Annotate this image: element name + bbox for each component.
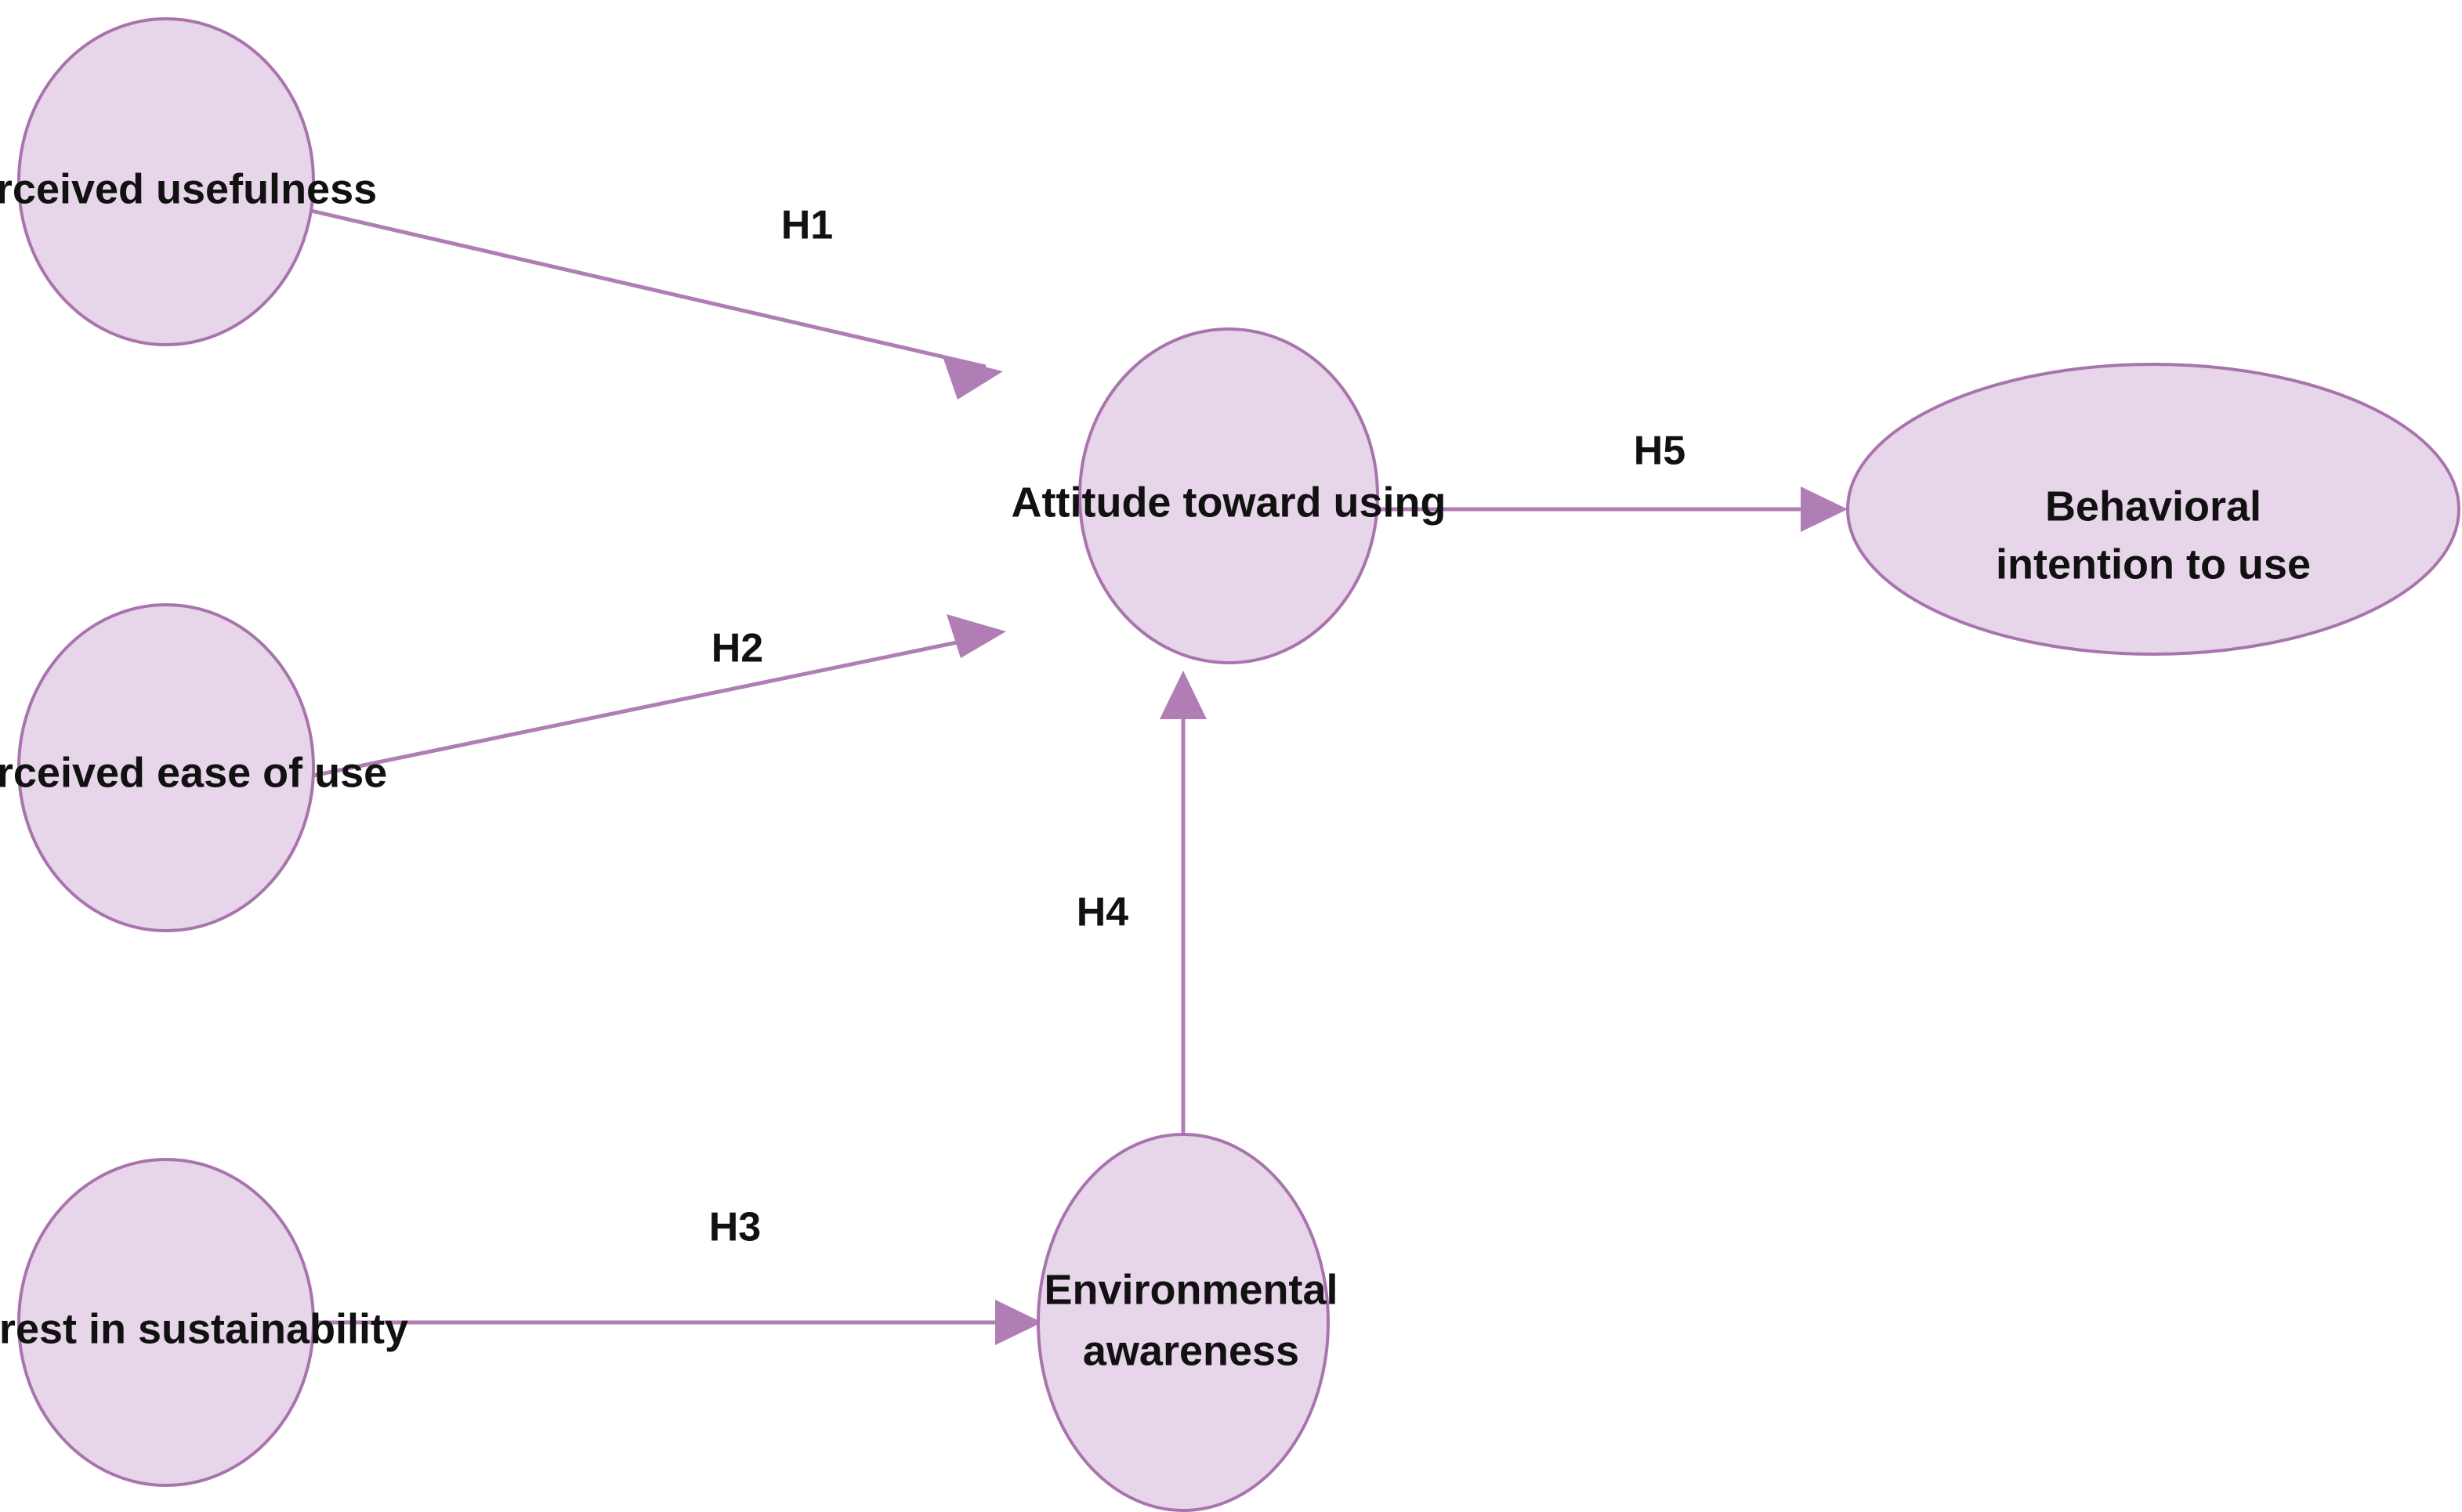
node-perceived-ease-of-use-shape [17,603,315,932]
node-interest-in-sustainability-label: Interest in sustainability [0,1305,408,1352]
node-environmental-awareness[interactable]: Environmental awareness [1037,1133,1338,1512]
edge-h4[interactable] [1160,671,1207,1134]
node-attitude-toward-using-shape [1078,327,1379,664]
node-attitude-toward-using[interactable]: Attitude toward using [1012,327,1446,664]
node-perceived-usefulness[interactable]: Perceived usefulness [0,17,377,346]
edge-h2-arrowhead [947,614,1006,658]
edge-h5-arrowhead [1801,487,1848,532]
edge-label-h5: H5 [1634,429,1685,474]
edge-h5[interactable] [1376,487,1848,532]
node-interest-in-sustainability-shape [17,1158,315,1487]
edge-label-layer: H1 H2 H3 H4 H5 [709,203,1685,1250]
edge-h4-arrowhead [1160,671,1207,719]
node-layer: Perceived usefulness Perceived ease of u… [0,17,2460,1512]
node-behavioral-intention-to-use-label-line1: Behavioral [2045,483,2261,530]
node-perceived-ease-of-use[interactable]: Perceived ease of use [0,603,387,932]
node-attitude-toward-using-label: Attitude toward using [1012,479,1446,526]
node-behavioral-intention-to-use[interactable]: Behavioral intention to use [1846,363,2460,656]
node-behavioral-intention-to-use-shape [1846,363,2460,656]
edge-layer [300,206,1848,1345]
node-perceived-usefulness-shape [17,17,315,346]
edge-label-h2: H2 [711,626,763,671]
edge-h3-arrowhead [995,1300,1042,1345]
node-perceived-ease-of-use-label: Perceived ease of use [0,749,387,796]
edge-h1-line [300,206,987,369]
edge-h1-arrowhead [943,356,1003,400]
node-environmental-awareness-shape [1037,1133,1330,1512]
edge-h3[interactable] [313,1300,1042,1345]
edge-h2[interactable] [313,614,1006,778]
edge-h1[interactable] [300,206,1003,400]
edge-label-h1: H1 [781,203,833,248]
node-perceived-usefulness-label: Perceived usefulness [0,165,377,212]
node-interest-in-sustainability[interactable]: Interest in sustainability [0,1158,408,1487]
edge-label-h3: H3 [709,1205,761,1250]
node-behavioral-intention-to-use-label-line2: intention to use [1996,541,2311,588]
edge-label-h4: H4 [1077,890,1129,935]
edge-h2-line [313,634,988,778]
node-environmental-awareness-label-line2: awareness [1083,1327,1299,1374]
node-environmental-awareness-label-line1: Environmental [1044,1266,1338,1313]
